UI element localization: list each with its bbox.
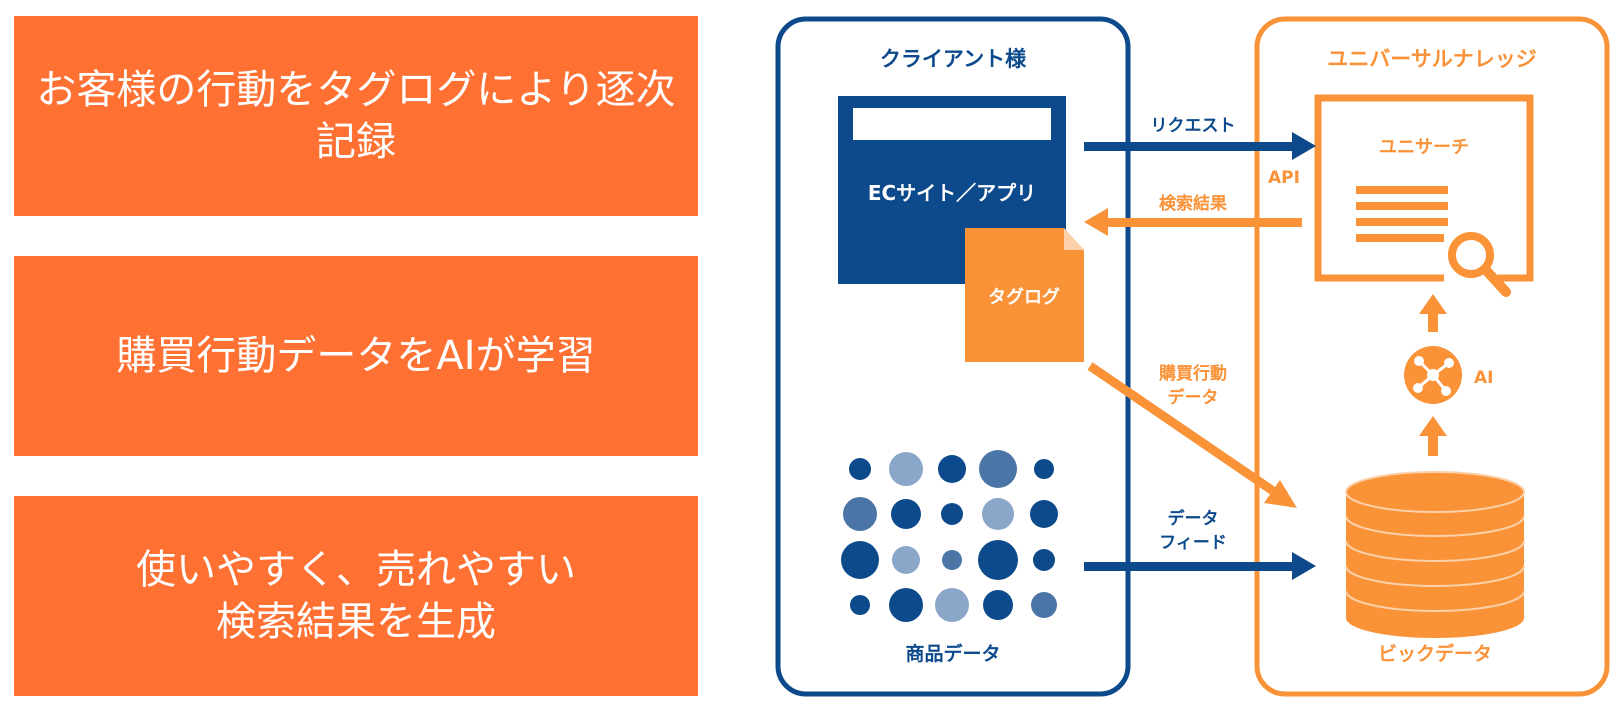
ai-node-icon <box>1404 346 1462 404</box>
dot <box>841 541 879 579</box>
taglog-document <box>965 228 1084 362</box>
request-label: リクエスト <box>1151 116 1236 136</box>
unisearch-label: ユニサーチ <box>1379 137 1469 158</box>
dot <box>983 590 1013 620</box>
dot <box>1033 549 1055 571</box>
dot <box>1031 592 1057 618</box>
dot <box>942 550 962 570</box>
dot <box>1034 459 1054 479</box>
dot <box>978 540 1018 580</box>
ec-site-label: ECサイト／アプリ <box>868 181 1036 205</box>
dot <box>889 588 923 622</box>
dot <box>892 546 920 574</box>
provider-title: ユニバーサルナレッジ <box>1327 47 1537 71</box>
up-arrow-lower <box>1419 416 1447 456</box>
ai-label: AI <box>1474 368 1493 388</box>
step-box-ai-learning: 購買行動データをAIが学習 <box>14 256 698 456</box>
dot <box>849 458 871 480</box>
data-feed-label-line2: フィード <box>1159 533 1227 553</box>
dot <box>979 450 1017 488</box>
unisearch-box <box>1314 94 1534 282</box>
step-box-record-behavior: お客様の行動をタグログにより逐次 記録 <box>14 16 698 216</box>
purchase-data-label-line1: 購買行動 <box>1159 363 1227 384</box>
provider-panel <box>1254 16 1610 697</box>
step-box-generate-results: 使いやすく、売れやすい 検索結果を生成 <box>14 496 698 696</box>
request-arrow <box>1084 132 1316 160</box>
document-lines-icon <box>1356 186 1448 242</box>
product-data-label: 商品データ <box>905 642 1000 665</box>
step-text-ai-learning: 購買行動データをAIが学習 <box>116 333 596 379</box>
dot <box>982 498 1014 530</box>
search-results-label: 検索結果 <box>1159 193 1227 214</box>
api-label: API <box>1268 168 1300 188</box>
database-icon <box>1345 471 1525 638</box>
taglog-label: タグログ <box>988 286 1060 308</box>
dot <box>889 452 923 486</box>
big-data-label: ビックデータ <box>1378 642 1492 665</box>
search-results-arrow <box>1084 208 1302 236</box>
taglog-fold <box>1064 228 1084 250</box>
dot <box>891 499 921 529</box>
purchase-data-arrow <box>1087 362 1297 508</box>
step-text-generate-results: 使いやすく、売れやすい 検索結果を生成 <box>136 547 576 645</box>
dot <box>938 455 966 483</box>
dot <box>843 497 877 531</box>
up-arrow-upper <box>1419 294 1447 332</box>
dot <box>1030 500 1058 528</box>
client-title: クライアント様 <box>880 47 1027 71</box>
ec-site-header-bar <box>853 108 1051 140</box>
data-feed-arrow <box>1084 552 1316 580</box>
product-data-dots <box>841 450 1058 622</box>
magnifier-icon <box>1444 228 1511 297</box>
dot <box>935 588 969 622</box>
dot <box>850 595 870 615</box>
data-feed-label-line1: データ <box>1168 508 1219 529</box>
purchase-data-label-line2: データ <box>1168 387 1219 408</box>
client-panel <box>775 16 1131 697</box>
step-text-record-behavior: お客様の行動をタグログにより逐次 記録 <box>36 67 676 165</box>
dot <box>941 503 963 525</box>
